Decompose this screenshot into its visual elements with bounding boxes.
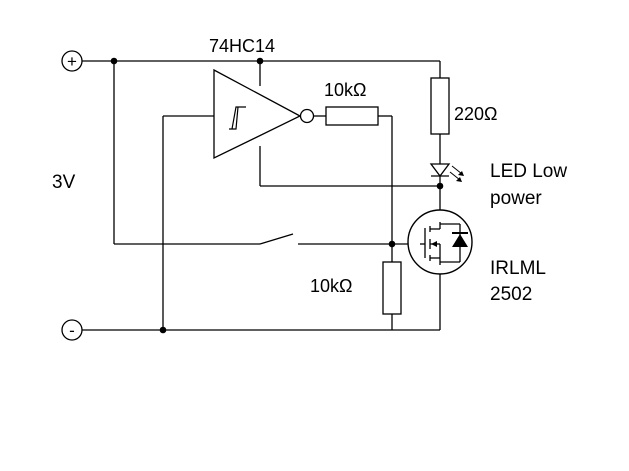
led-triangle	[429, 163, 451, 178]
inverter-bubble	[299, 108, 315, 124]
resistor-led-label: 220Ω	[454, 104, 498, 124]
plus-terminal-label: +	[67, 52, 77, 71]
ic-label: 74HC14	[209, 36, 275, 56]
junction-dot	[436, 182, 444, 190]
led-label-line2: power	[490, 188, 542, 209]
supply-label: 3V	[52, 172, 76, 193]
body-diode-triangle	[452, 234, 468, 247]
junction-dot	[159, 326, 167, 334]
junction-dot	[256, 57, 264, 65]
mosfet-arrow	[431, 241, 437, 247]
terminal-circle	[61, 50, 83, 72]
led-arrowhead	[456, 177, 462, 182]
minus-terminal-label: -	[69, 321, 75, 340]
junction-dot	[110, 57, 118, 65]
junction-dot	[388, 240, 396, 248]
led-symbol	[429, 163, 464, 182]
hysteresis-icon	[229, 106, 246, 130]
inverter-triangle	[213, 68, 302, 160]
switch-lever	[259, 233, 294, 245]
minus-terminal: -	[61, 319, 83, 341]
resistor-bottom-label: 10kΩ	[310, 276, 352, 296]
resistor-top-label: 10kΩ	[324, 80, 366, 100]
schmitt-inverter	[213, 68, 315, 160]
terminal-circle	[61, 319, 83, 341]
mosfet-circle	[407, 209, 473, 275]
mosfet-label-line2: 2502	[490, 284, 532, 305]
plus-terminal: +	[61, 50, 83, 72]
resistor-led	[430, 77, 450, 135]
junctions	[110, 57, 444, 334]
resistor-top	[325, 106, 379, 126]
wires	[82, 60, 441, 331]
led-arrowhead	[458, 171, 464, 176]
mosfet-label-line1: IRLML	[490, 258, 546, 279]
led-label-line1: LED Low	[490, 161, 567, 182]
resistor-pulldown	[382, 261, 402, 315]
mosfet-symbol	[407, 209, 473, 275]
